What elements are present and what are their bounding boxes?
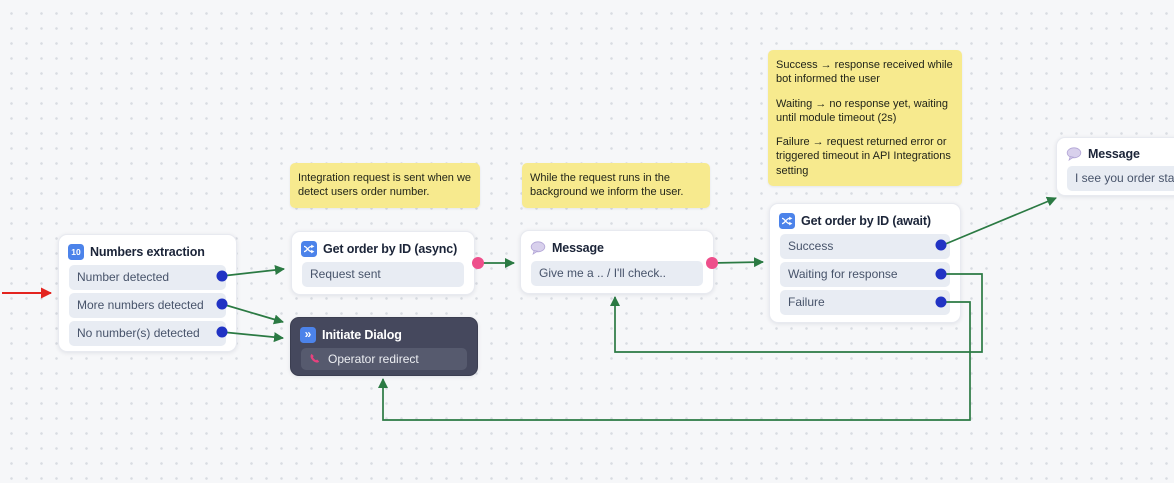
integration-shuffle-icon	[779, 212, 795, 229]
node-header: Get order by ID (await)	[770, 204, 960, 234]
row-number-detected[interactable]: Number detected	[69, 265, 226, 290]
speech-bubble-icon	[530, 240, 546, 255]
node-header: Message	[1057, 138, 1174, 166]
row-more-numbers-detected[interactable]: More numbers detected	[69, 293, 226, 318]
node-title: Get order by ID (async)	[323, 241, 458, 256]
node-get-order-async[interactable]: Get order by ID (async) Request sent	[291, 231, 475, 295]
node-title: Numbers extraction	[90, 244, 205, 259]
node-header: Message	[521, 231, 713, 261]
node-message-inform[interactable]: Message Give me a .. / I'll check..	[520, 230, 714, 294]
row-message-text[interactable]: Give me a .. / I'll check..	[531, 261, 703, 286]
note-text: Integration request is sent when we dete…	[298, 172, 472, 199]
node-title: Initiate Dialog	[322, 327, 402, 342]
row-request-sent[interactable]: Request sent	[302, 262, 464, 287]
sticky-note-integration-request[interactable]: Integration request is sent when we dete…	[290, 163, 480, 208]
node-message-result[interactable]: Message I see you order state is	[1056, 137, 1174, 196]
node-numbers-extraction[interactable]: 10 Numbers extraction Number detected Mo…	[58, 234, 237, 352]
node-initiate-dialog[interactable]: » Initiate Dialog Operator redirect	[290, 317, 478, 376]
node-header: » Initiate Dialog	[291, 318, 477, 348]
node-title: Get order by ID (await)	[801, 213, 931, 228]
sticky-note-background-run[interactable]: While the request runs in the background…	[522, 163, 710, 208]
note-paragraph: Success → response received while bot in…	[776, 59, 953, 86]
initiate-dialog-icon: »	[300, 326, 316, 343]
node-title: Message	[552, 240, 604, 255]
node-get-order-await[interactable]: Get order by ID (await) Success Waiting …	[769, 203, 961, 323]
row-waiting-for-response[interactable]: Waiting for response	[780, 262, 950, 287]
row-failure[interactable]: Failure	[780, 290, 950, 315]
node-header: 10 Numbers extraction	[59, 235, 236, 265]
node-title: Message	[1088, 146, 1140, 161]
row-no-numbers-detected[interactable]: No number(s) detected	[69, 321, 226, 346]
number-extraction-icon: 10	[68, 243, 84, 260]
row-success[interactable]: Success	[780, 234, 950, 259]
row-label: Operator redirect	[328, 352, 419, 366]
note-text: While the request runs in the background…	[530, 172, 684, 199]
node-header: Get order by ID (async)	[292, 232, 474, 262]
integration-shuffle-icon	[301, 240, 317, 257]
sticky-note-outcome-legend[interactable]: Success → response received while bot in…	[768, 50, 962, 187]
note-paragraph: Failure → request returned error or trig…	[776, 136, 951, 177]
note-paragraph: Waiting → no response yet, waiting until…	[776, 97, 949, 124]
phone-icon	[309, 353, 321, 365]
row-operator-redirect[interactable]: Operator redirect	[301, 348, 467, 370]
speech-bubble-icon	[1066, 146, 1082, 161]
row-message-text[interactable]: I see you order state is	[1067, 166, 1174, 191]
wire-message-to-get-order-await[interactable]	[711, 257, 764, 268]
